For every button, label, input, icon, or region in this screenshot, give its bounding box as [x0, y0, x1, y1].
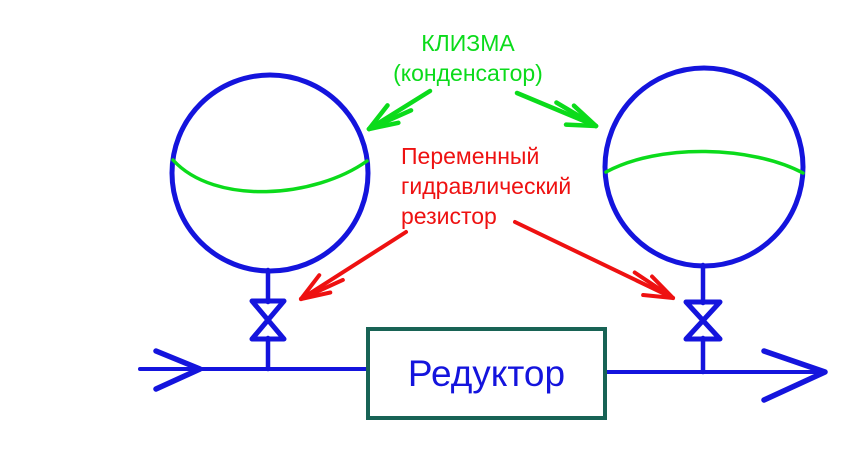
- condenser-pointer-right-head: [554, 100, 599, 129]
- right-liquid-level: [604, 149, 805, 175]
- condenser-subtitle: (конденсатор): [393, 60, 543, 86]
- resistor-label-line2: гидравлический: [401, 173, 572, 199]
- condenser-pointer-right-head: [563, 122, 599, 129]
- condenser-label: КЛИЗМА (конденсатор): [340, 28, 596, 88]
- resistor-pointer-right-shaft: [513, 220, 675, 300]
- resistor-label-line3: резистор: [401, 203, 497, 229]
- resistor-pointer-left-head: [299, 273, 322, 301]
- resistor-label: Переменный гидравлический резистор: [401, 141, 571, 231]
- resistor-pointer-right-head: [641, 293, 675, 300]
- left-vessel-circle: [169, 72, 371, 274]
- resistor-label-line1: Переменный: [401, 143, 540, 169]
- inlet-flow-arrowhead-icon: [153, 348, 203, 392]
- reducer-box: [366, 327, 607, 420]
- resistor-pointer-left-shaft: [299, 230, 408, 301]
- resistor-pointer-right-head: [632, 270, 675, 300]
- right-valve-icon: [683, 299, 723, 342]
- reducer-label: Редуктор: [407, 352, 566, 394]
- condenser-pointer-left-head: [366, 103, 390, 132]
- outlet-flow-arrowhead-icon: [761, 348, 828, 403]
- left-liquid-level: [171, 158, 369, 194]
- left-valve-icon: [249, 298, 287, 342]
- condenser-title: КЛИЗМА: [421, 30, 515, 56]
- resistor-pointer-left-head: [299, 277, 345, 301]
- condenser-pointer-left-head: [366, 108, 414, 132]
- right-vessel-circle: [602, 65, 806, 269]
